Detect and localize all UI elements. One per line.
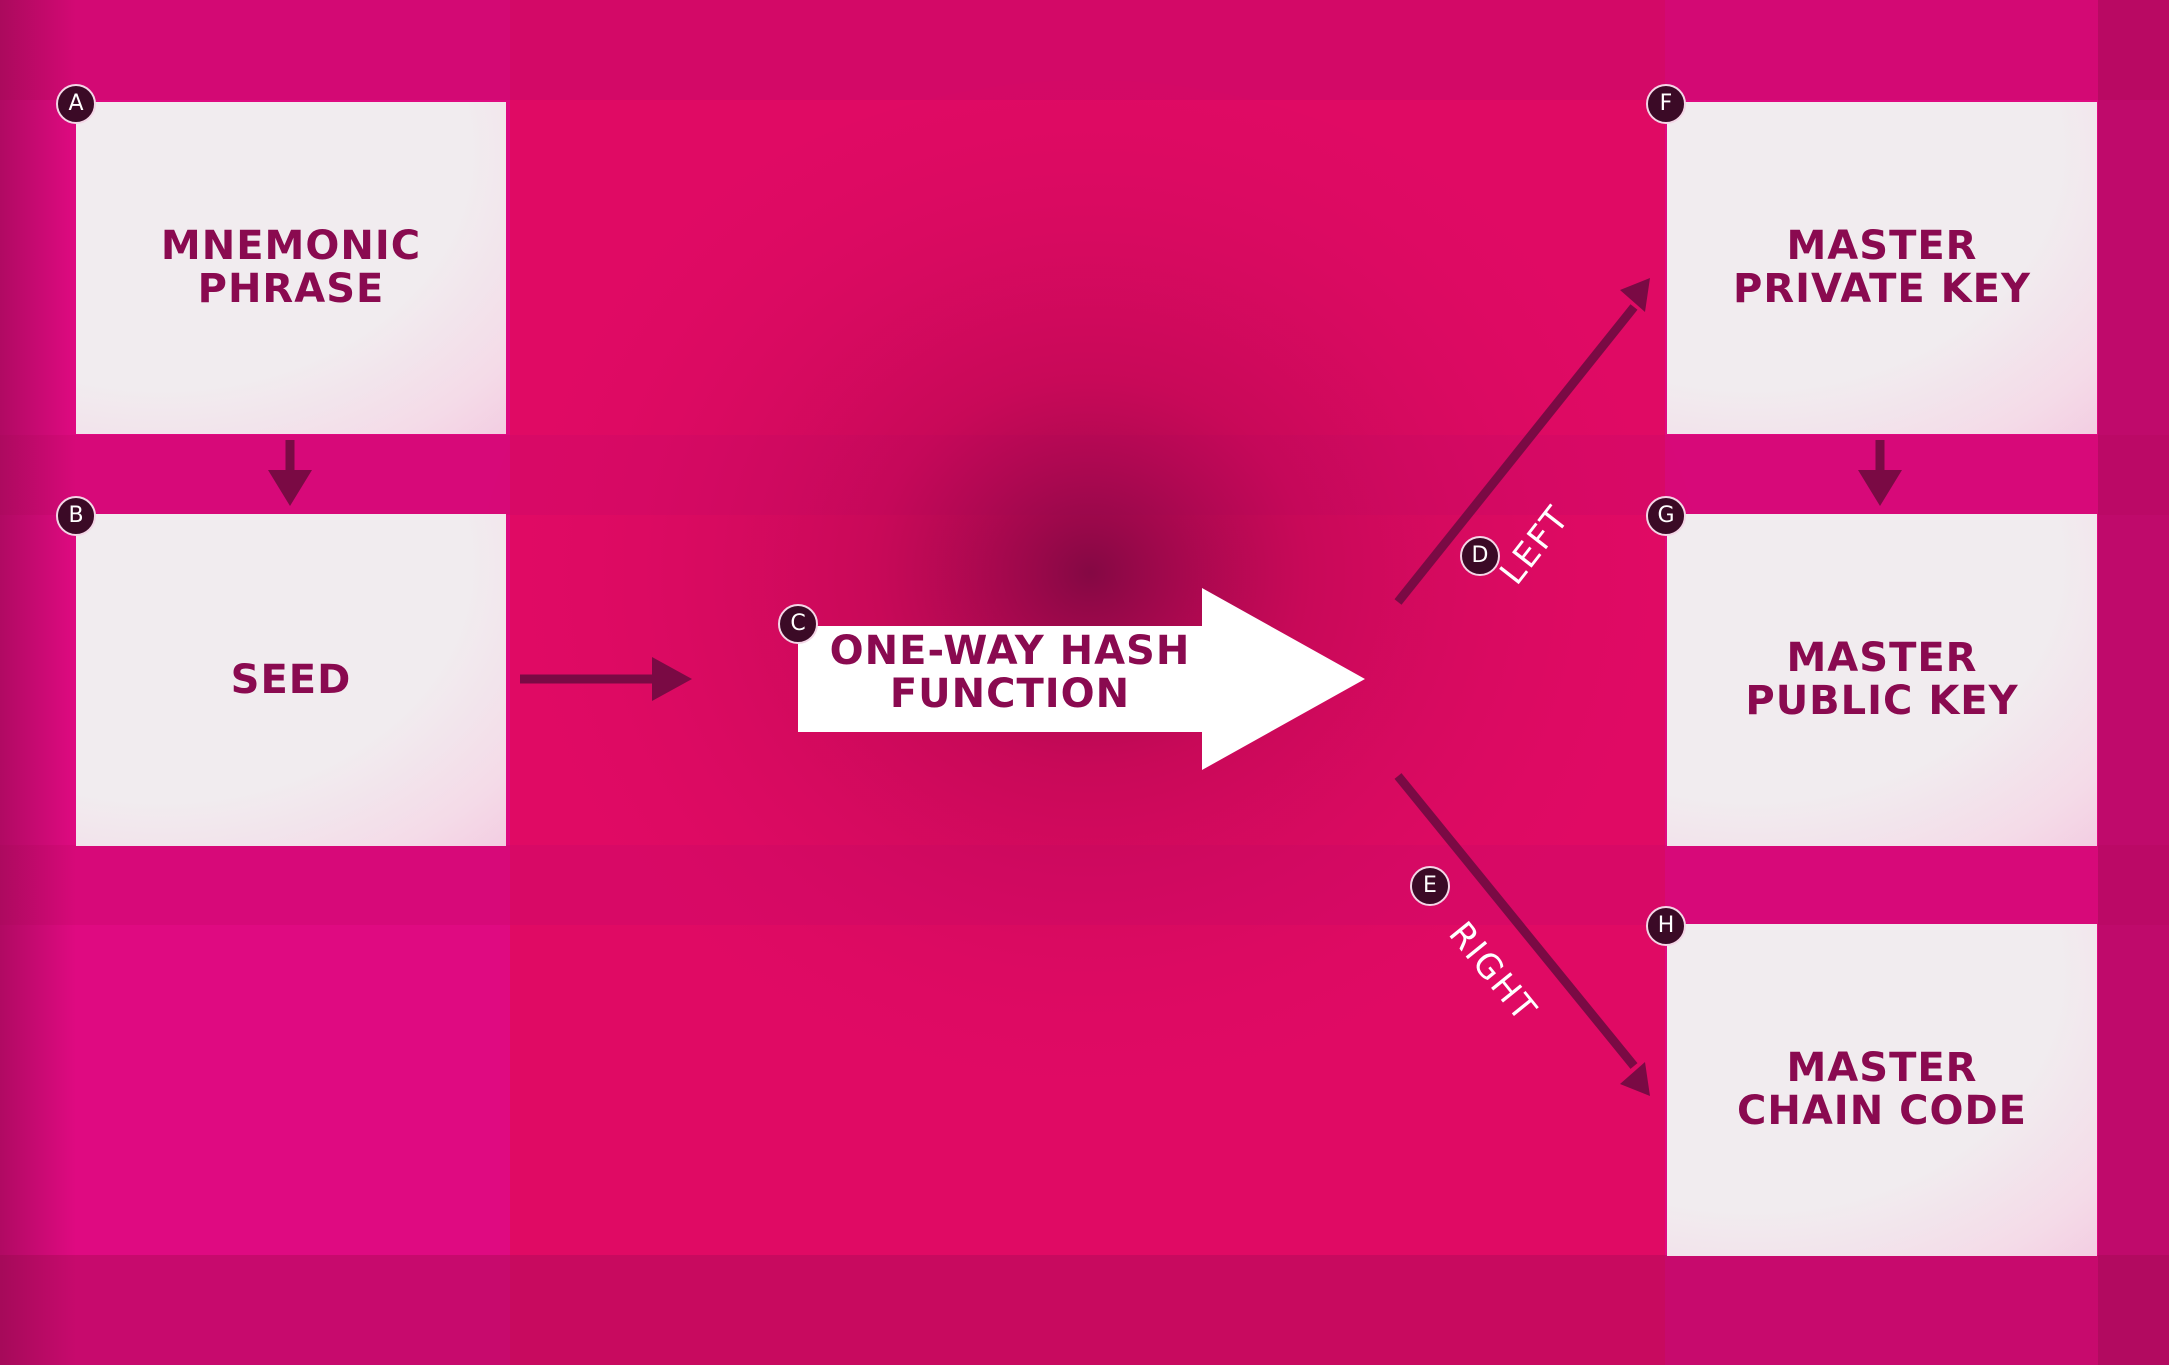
master-chain-code-label: MASTER CHAIN CODE (1737, 1045, 2027, 1134)
badge-e: E (1410, 866, 1450, 906)
badge-c: C (778, 604, 818, 644)
arrow-private-to-public (1858, 440, 1902, 506)
seed-box: SEED (76, 514, 506, 846)
arrow-left-branch (1394, 278, 1650, 605)
master-public-key-box: MASTER PUBLIC KEY (1667, 514, 2097, 846)
master-private-key-box: MASTER PRIVATE KEY (1667, 102, 2097, 434)
badge-d: D (1460, 536, 1500, 576)
badge-b: B (56, 496, 96, 536)
mnemonic-phrase-box: MNEMONIC PHRASE (76, 102, 506, 434)
badge-g: G (1646, 496, 1686, 536)
badge-a: A (56, 84, 96, 124)
master-chain-code-box: MASTER CHAIN CODE (1667, 924, 2097, 1256)
arrow-right-branch (1394, 773, 1650, 1096)
seed-label: SEED (230, 656, 352, 703)
master-public-key-label: MASTER PUBLIC KEY (1745, 635, 2019, 724)
hash-function-arrow (798, 588, 1365, 770)
badge-h: H (1646, 906, 1686, 946)
badge-f: F (1646, 84, 1686, 124)
mnemonic-phrase-label: MNEMONIC PHRASE (160, 223, 422, 312)
arrow-seed-to-hash (520, 657, 692, 701)
hash-function-label: ONE-WAY HASH FUNCTION (829, 628, 1191, 717)
arrow-mnemonic-to-seed (268, 440, 312, 506)
master-private-key-label: MASTER PRIVATE KEY (1733, 223, 2031, 312)
